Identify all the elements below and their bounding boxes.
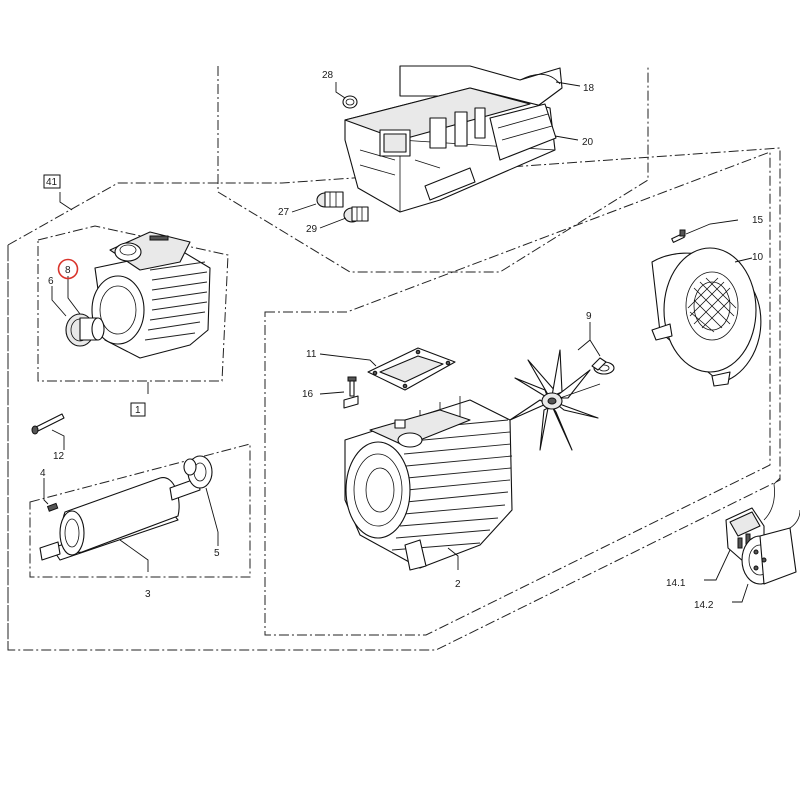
label-18: 18 (583, 83, 595, 94)
label-2: 2 (455, 579, 461, 590)
label-27: 27 (278, 207, 290, 218)
label-11: 11 (306, 349, 317, 360)
fan-9 (509, 349, 615, 451)
cable-gland-29 (343, 206, 369, 223)
label-box-41 (43, 174, 61, 189)
rotor-3 (39, 477, 201, 561)
label-29: 29 (306, 224, 318, 235)
label-9: 9 (586, 311, 592, 322)
control-box-assembly (316, 65, 563, 223)
label-6: 6 (48, 276, 54, 287)
label-14-2: 14.2 (694, 600, 714, 611)
plug-14-2 (741, 509, 800, 585)
screw-15 (671, 229, 686, 243)
leader-lines (43, 81, 753, 603)
motor-housing-2 (344, 396, 513, 571)
label-5: 5 (214, 548, 220, 559)
label-box-1 (130, 402, 146, 417)
label-3: 3 (145, 589, 151, 600)
label-28: 28 (322, 70, 334, 81)
label-14-1: 14.1 (666, 578, 686, 589)
label-41: 41 (46, 177, 58, 188)
label-16: 16 (302, 389, 314, 400)
screw-16 (343, 376, 359, 409)
label-4: 4 (40, 468, 46, 479)
label-20: 20 (582, 137, 594, 148)
cable-gland-27 (316, 191, 344, 208)
label-8: 8 (65, 265, 71, 276)
label-10: 10 (752, 252, 764, 263)
key-4 (46, 502, 59, 512)
highlight-circle (57, 258, 79, 280)
assembly-boundaries (7, 66, 781, 651)
screw-12 (31, 413, 65, 435)
label-12: 12 (53, 451, 65, 462)
part-labels: 28 18 20 27 29 41 15 10 8 6 9 11 16 1 12… (40, 70, 764, 611)
sealing-ring-28 (342, 95, 358, 109)
bearing-5 (183, 455, 213, 489)
label-15: 15 (752, 215, 764, 226)
gasket-11 (367, 347, 456, 391)
fan-cover-10 (651, 247, 762, 387)
label-1: 1 (135, 405, 141, 416)
motor-subassembly (65, 231, 211, 359)
